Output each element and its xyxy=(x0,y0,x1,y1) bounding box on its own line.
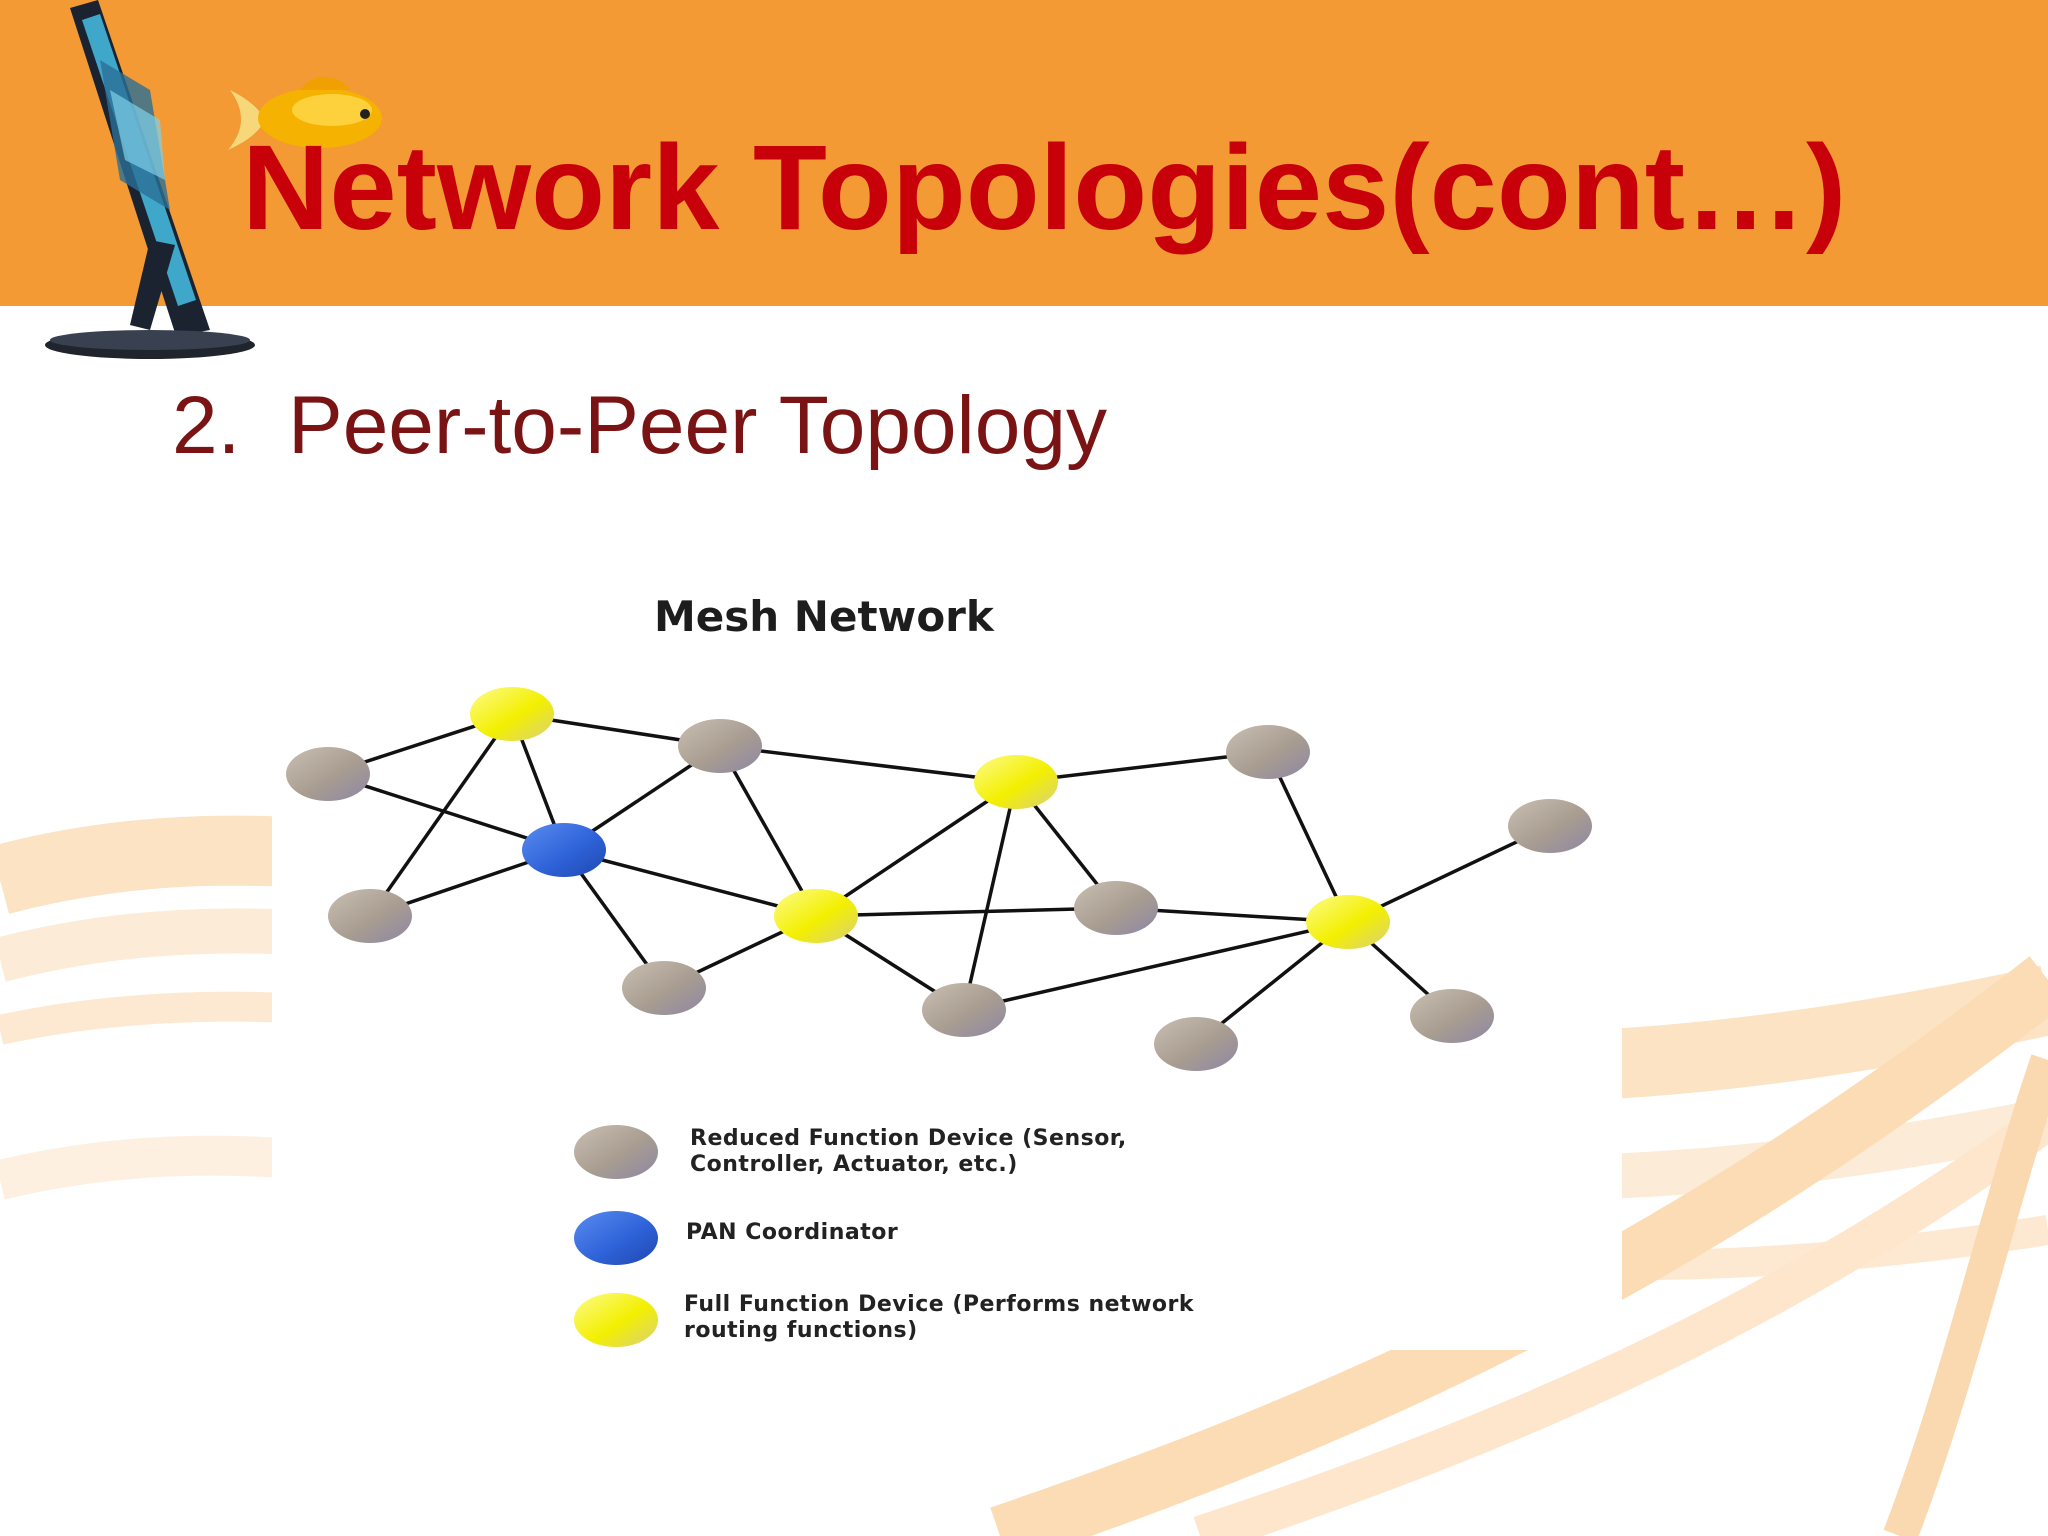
legend-label-rfd: Reduced Function Device (Sensor, Control… xyxy=(690,1126,1127,1178)
reduced-function-device-node-n3 xyxy=(678,719,762,773)
legend-layer xyxy=(574,1125,658,1347)
reduced-function-device-node-n15 xyxy=(1410,989,1494,1043)
computer-monitor-icon xyxy=(0,0,260,370)
legend-swatch-rfd xyxy=(574,1125,658,1179)
legend-swatch-ffd xyxy=(574,1293,658,1347)
legend-swatch-pan xyxy=(574,1211,658,1265)
subtitle-number: 2. xyxy=(172,378,288,474)
reduced-function-device-node-n12 xyxy=(1508,799,1592,853)
reduced-function-device-node-n13 xyxy=(922,983,1006,1037)
subtitle-text: Peer-to-Peer Topology xyxy=(288,380,1107,471)
full-function-device-node-n2 xyxy=(470,687,554,741)
link-n2-n6 xyxy=(370,714,512,916)
link-n4-n13 xyxy=(964,782,1016,1010)
reduced-function-device-node-n5 xyxy=(1226,725,1310,779)
reduced-function-device-node-n1 xyxy=(286,747,370,801)
link-n9-n10 xyxy=(816,908,1116,916)
subtitle: 2.Peer-to-Peer Topology xyxy=(172,378,1107,474)
reduced-function-device-node-n8 xyxy=(622,961,706,1015)
mesh-network-diagram xyxy=(272,560,1672,1360)
link-n3-n4 xyxy=(720,746,1016,782)
reduced-function-device-node-n10 xyxy=(1074,881,1158,935)
full-function-device-node-n11 xyxy=(1306,895,1390,949)
reduced-function-device-node-n14 xyxy=(1154,1017,1238,1071)
legend-label-pan: PAN Coordinator xyxy=(686,1220,898,1246)
pan-coordinator-node-n7 xyxy=(522,823,606,877)
legend-label-ffd: Full Function Device (Performs network r… xyxy=(684,1292,1194,1344)
reduced-function-device-node-n6 xyxy=(328,889,412,943)
link-n3-n9 xyxy=(720,746,816,916)
full-function-device-node-n9 xyxy=(774,889,858,943)
full-function-device-node-n4 xyxy=(974,755,1058,809)
link-n4-n9 xyxy=(816,782,1016,916)
slide-title: Network Topologies(cont…) xyxy=(242,122,1846,252)
